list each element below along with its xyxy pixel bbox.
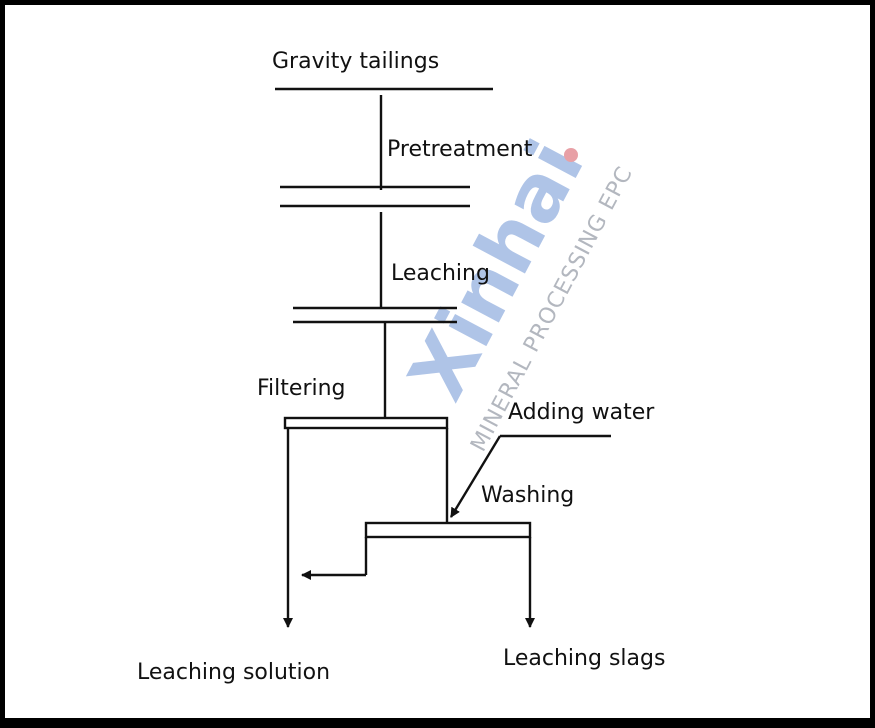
label-washing: Washing <box>481 483 574 508</box>
filtering-box <box>283 416 449 430</box>
water-arrow <box>449 435 502 518</box>
label-filtering: Filtering <box>257 376 346 401</box>
label-gravity-tailings: Gravity tailings <box>272 49 439 74</box>
label-leaching: Leaching <box>391 261 490 286</box>
label-pretreatment: Pretreatment <box>387 137 533 162</box>
label-leaching-slags: Leaching slags <box>503 646 665 671</box>
label-adding-water: Adding water <box>508 400 655 425</box>
flowchart: Xinhai MINERAL PROCESSING EPC Gravity ta… <box>137 49 665 685</box>
label-leaching-solution: Leaching solution <box>137 660 330 685</box>
washing-box <box>364 521 532 539</box>
watermark-dot <box>564 148 578 162</box>
